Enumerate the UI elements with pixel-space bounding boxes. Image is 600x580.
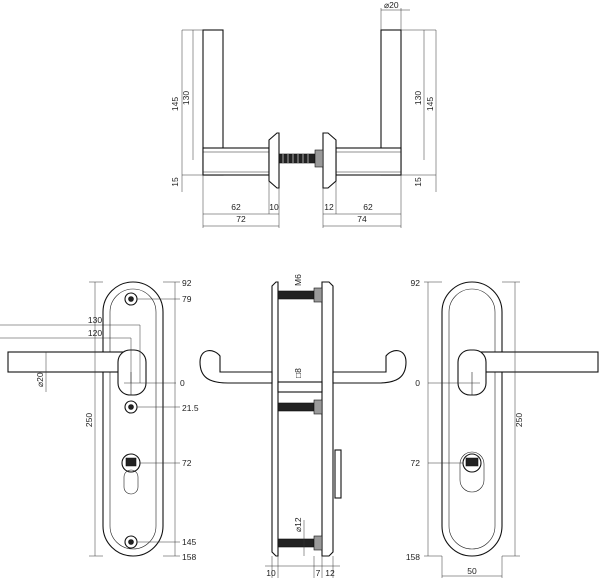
- dim-15-right: 15: [413, 177, 423, 187]
- dim-15-left: 15: [170, 177, 180, 187]
- dim-7-side: 7: [316, 568, 321, 578]
- dim-m6: M6: [293, 274, 303, 286]
- dim-145-left-screw: 145: [182, 537, 196, 547]
- top-left-dimensions: 145 130 15: [170, 29, 203, 192]
- top-view: 145 130 15 130 145 15 ⌀20 62: [170, 0, 437, 228]
- dim-0-left: 0: [180, 378, 185, 388]
- dim-72-right: 72: [411, 458, 421, 468]
- dim-79-left: 79: [182, 294, 192, 304]
- dim-12-side: 12: [325, 568, 335, 578]
- dim-92-left: 92: [182, 278, 192, 288]
- dim-158-left: 158: [182, 552, 196, 562]
- dim-130-left: 130: [181, 91, 191, 105]
- top-diameter-dim: ⌀20: [380, 0, 410, 30]
- dim-10-side: 10: [266, 568, 276, 578]
- dim-158-right: 158: [406, 552, 420, 562]
- front-left-view: 130 120 ⌀20 250 92 79 0 21.5 72 145 158: [0, 278, 199, 562]
- dim-72-left: 72: [236, 214, 246, 224]
- dim-62-right: 62: [363, 202, 373, 212]
- dim-250-right: 250: [514, 413, 524, 427]
- dim-72-left-cyl: 72: [182, 458, 192, 468]
- dim-diameter-20-handle: ⌀20: [35, 372, 45, 387]
- dim-130-right: 130: [413, 91, 423, 105]
- dim-square-8: □8: [293, 368, 303, 378]
- dim-250-left: 250: [84, 413, 94, 427]
- dim-12-right: 12: [324, 202, 334, 212]
- right-lever-top: [322, 29, 402, 189]
- dim-74-right: 74: [357, 214, 367, 224]
- side-view: M6 □8 ⌀12 10 7 12: [199, 274, 407, 578]
- front-right-view: 92 0 72 158 250 50: [406, 278, 599, 578]
- dim-diameter-12: ⌀12: [293, 517, 303, 532]
- dim-62-left: 62: [231, 202, 241, 212]
- dim-0-right: 0: [415, 378, 420, 388]
- dim-50-width: 50: [467, 566, 477, 576]
- dim-21-5-left: 21.5: [182, 403, 199, 413]
- dim-145-right: 145: [425, 97, 435, 111]
- top-horizontal-dimensions: 62 10 72 12 62 74: [202, 175, 402, 228]
- left-lever-top: [202, 29, 280, 189]
- dim-10-left: 10: [269, 202, 279, 212]
- top-right-dimensions: 130 145 15: [401, 29, 437, 192]
- dim-92-right: 92: [411, 278, 421, 288]
- spindle-top: [278, 149, 324, 168]
- dim-145-left: 145: [170, 97, 180, 111]
- dim-diameter-20-top: ⌀20: [384, 0, 399, 10]
